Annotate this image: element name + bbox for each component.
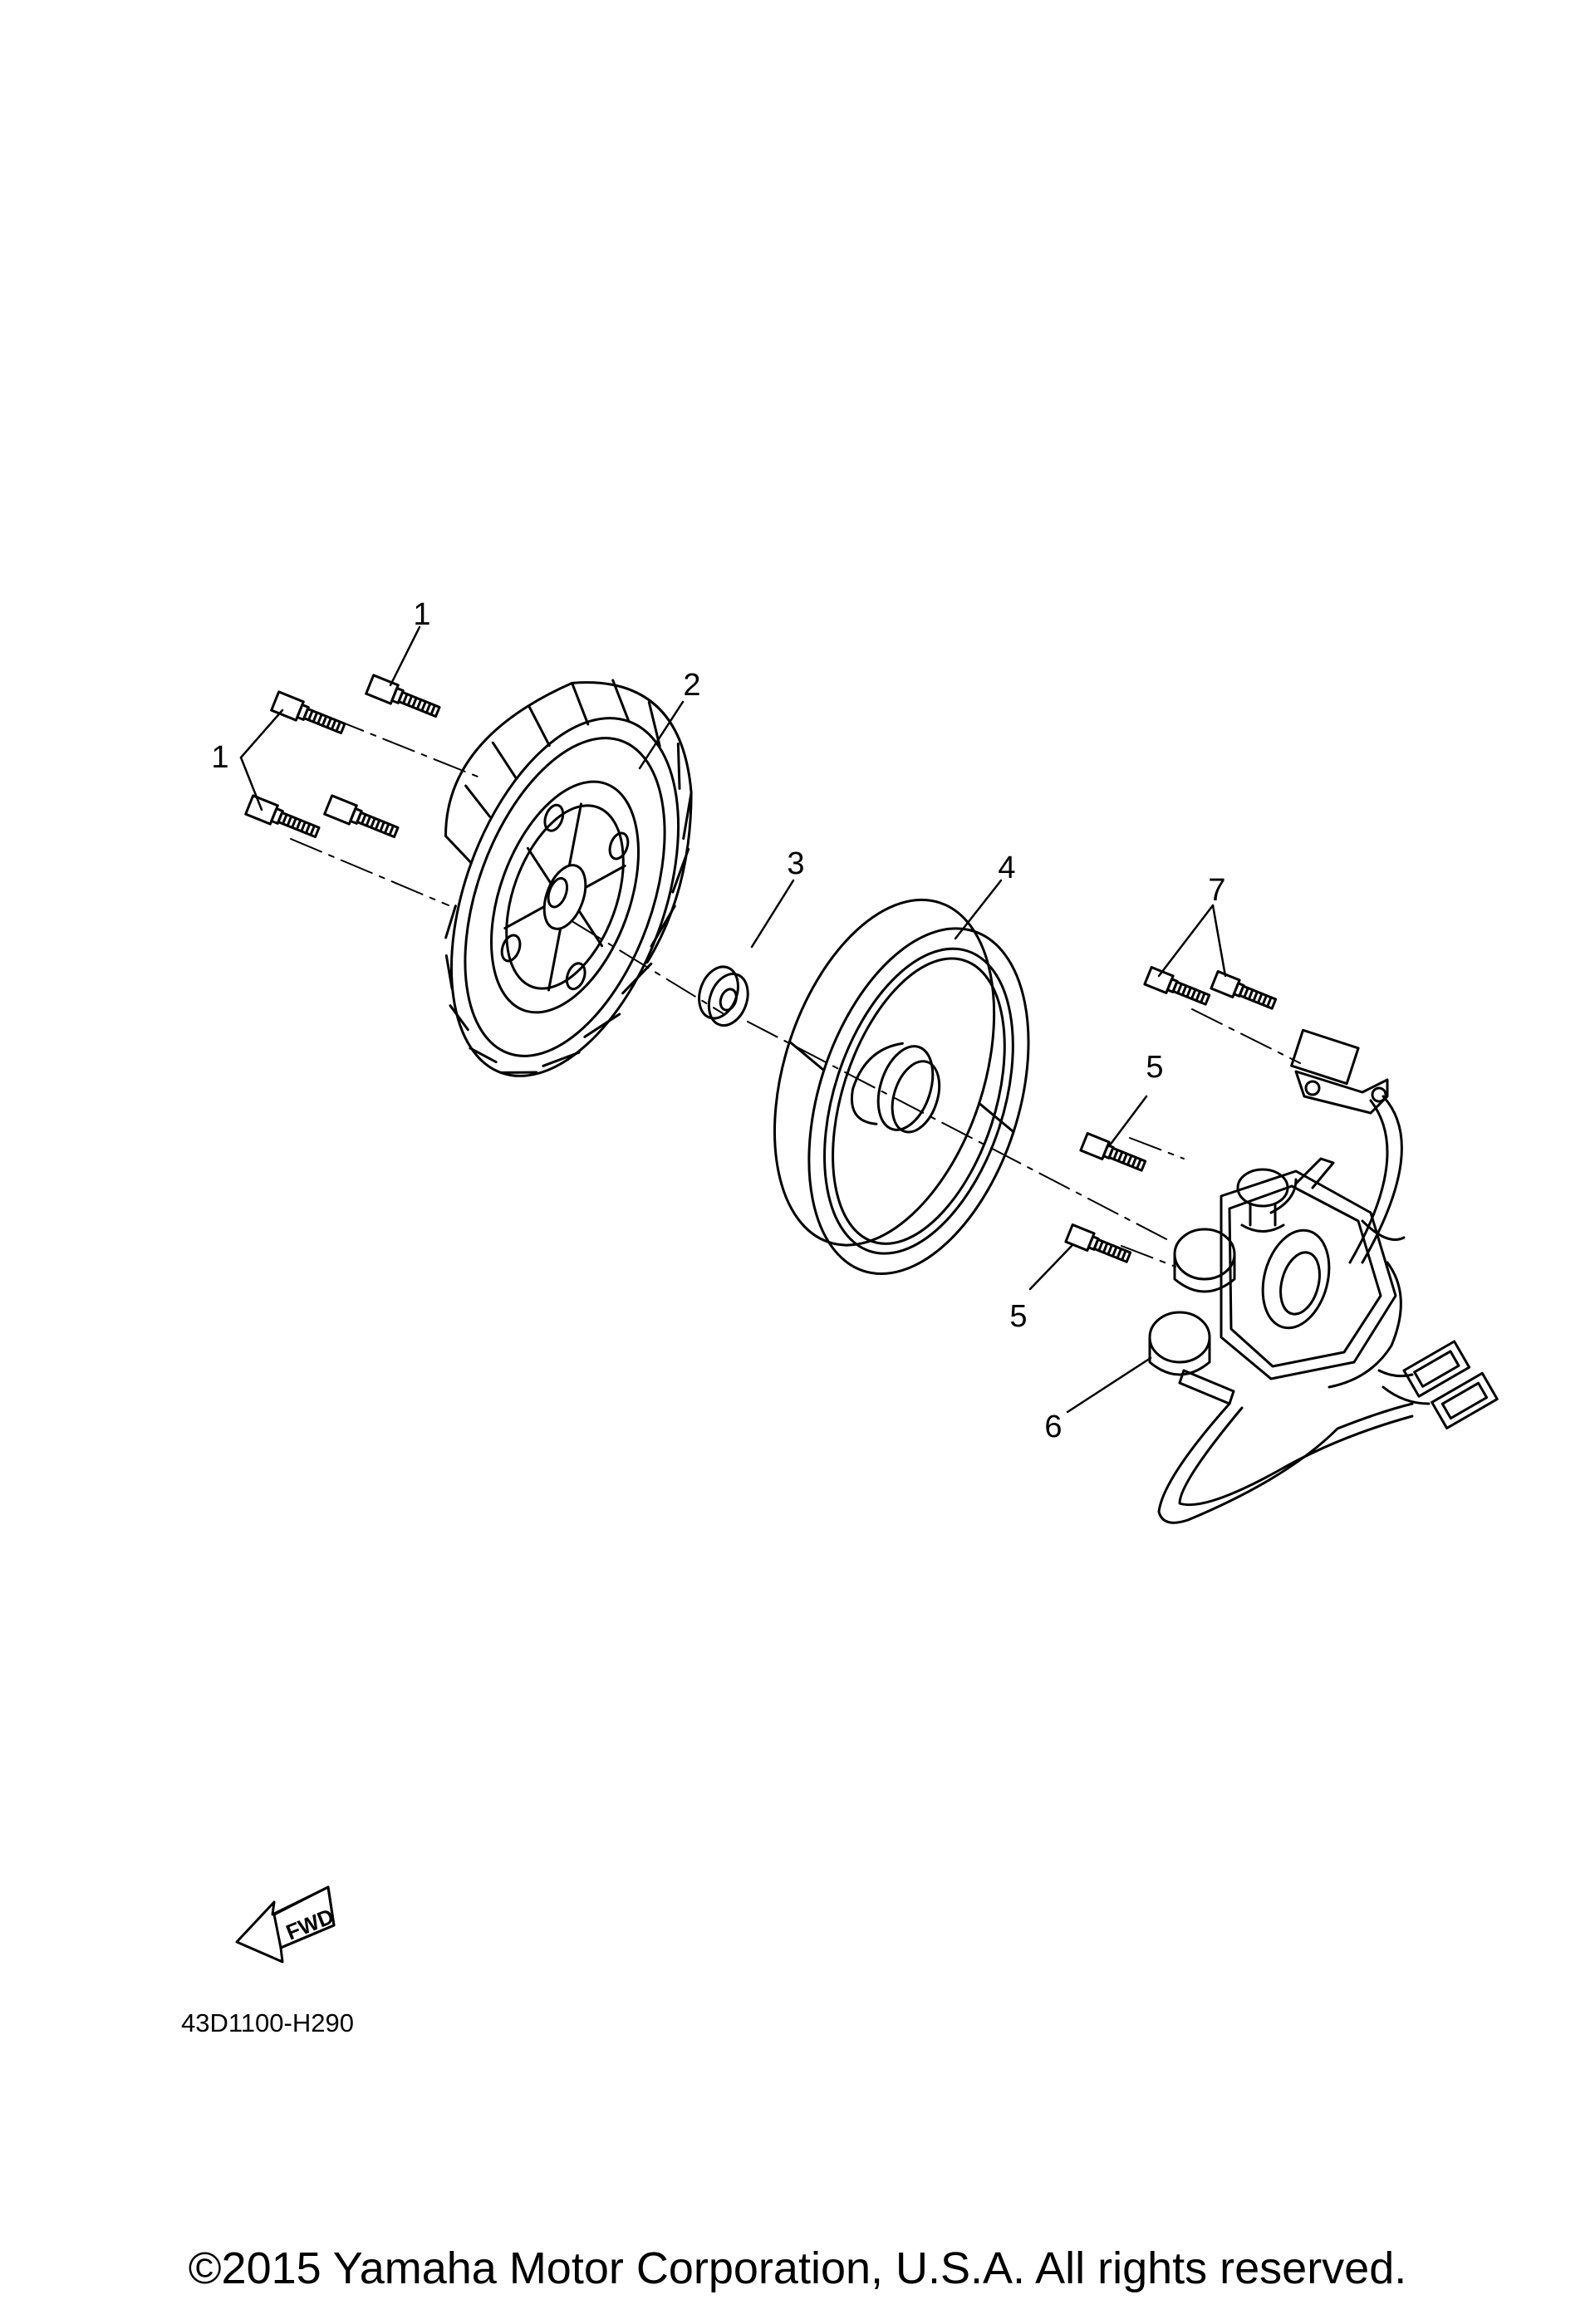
callout-5-upper: 5 [1146, 1050, 1164, 1085]
callout-6: 6 [1044, 1410, 1063, 1444]
callout-1-top: 1 [413, 597, 431, 632]
callout-2: 2 [683, 668, 701, 703]
callout-3: 3 [787, 846, 805, 881]
axis-lines [290, 718, 1301, 1267]
leader-lines [239, 625, 1227, 1414]
cooling-fan-part-2 [444, 679, 693, 1077]
callout-4: 4 [998, 851, 1016, 885]
diagram-code: 43D1100-H290 [181, 2008, 354, 2037]
rotor-part-4 [773, 898, 1030, 1276]
bolt-part-1 [244, 674, 441, 839]
callout-5-lower: 5 [1009, 1299, 1028, 1334]
screw-part-5 [1064, 1132, 1147, 1263]
stator-assembly-part-6 [1148, 1028, 1499, 1524]
screw-part-7 [1143, 966, 1278, 1010]
callout-1-left: 1 [211, 740, 229, 775]
copyright-notice: ©2015 Yamaha Motor Corporation, U.S.A. A… [188, 2243, 1407, 2293]
collar-part-3 [698, 965, 749, 1027]
fwd-arrow-icon [235, 1885, 336, 1964]
callout-7: 7 [1208, 873, 1226, 908]
